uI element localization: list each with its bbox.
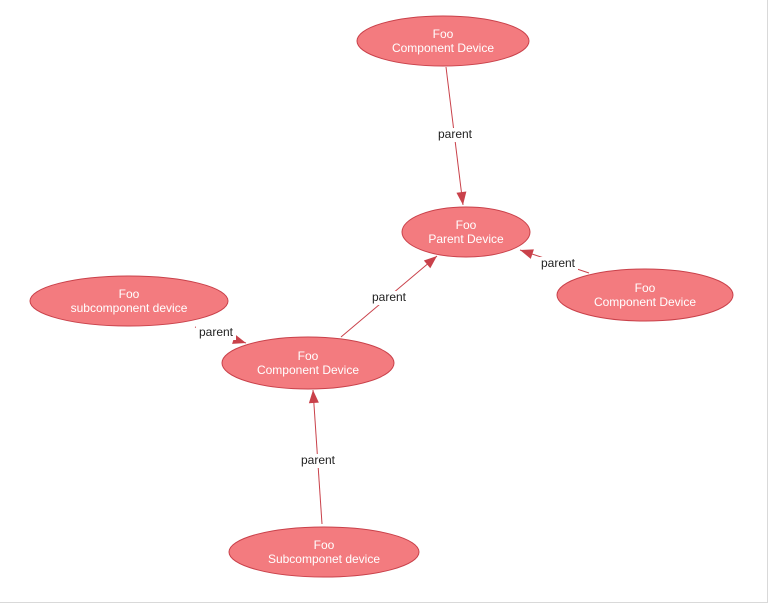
edge-arrowhead — [456, 191, 467, 205]
node-type: Component Device — [392, 41, 494, 55]
edge-label: parent — [372, 290, 407, 304]
node-type: Component Device — [257, 363, 359, 377]
edge-right-component-to-parent: parent — [519, 249, 590, 274]
node-ellipse[interactable] — [228, 526, 420, 578]
edge-arrowhead — [423, 256, 437, 269]
node-name: Foo — [433, 27, 454, 41]
edge-arrowhead — [308, 390, 319, 404]
edge-label: parent — [199, 325, 234, 339]
node-name: Foo — [119, 287, 140, 301]
edge-top-component-to-parent: parent — [435, 66, 475, 206]
node-type: Parent Device — [428, 232, 504, 246]
node-name: Foo — [298, 349, 319, 363]
node-name: Foo — [635, 281, 656, 295]
node-ellipse[interactable] — [221, 336, 395, 390]
node-type: Component Device — [594, 295, 696, 309]
node-name: Foo — [314, 538, 335, 552]
edge-label-background — [538, 257, 578, 271]
node-type: Subcomponet device — [268, 552, 380, 566]
node-ellipse[interactable] — [29, 275, 229, 327]
edges-layer: parent parent parent parent parent — [194, 66, 590, 525]
edge-label-background — [369, 291, 409, 305]
node-ellipse[interactable] — [401, 206, 531, 258]
node-name: Foo — [456, 218, 477, 232]
edge-center-component-to-parent: parent — [340, 255, 438, 338]
graph-canvas — [0, 0, 768, 603]
node-ellipse[interactable] — [556, 268, 734, 322]
edge-bottom-subcomponet-to-center-component: parent — [298, 389, 338, 525]
node-type: subcomponent device — [71, 301, 188, 315]
edge-left-subcomponent-to-center-component: parent — [194, 325, 247, 344]
edge-label: parent — [541, 256, 576, 270]
edge-label-background — [196, 326, 236, 340]
edge-label-background — [298, 454, 338, 468]
edge-label: parent — [301, 453, 336, 467]
edge-arrowhead — [520, 249, 534, 259]
edge-label-background — [435, 128, 475, 142]
node-ellipse[interactable] — [356, 15, 530, 67]
edge-label: parent — [438, 127, 473, 141]
